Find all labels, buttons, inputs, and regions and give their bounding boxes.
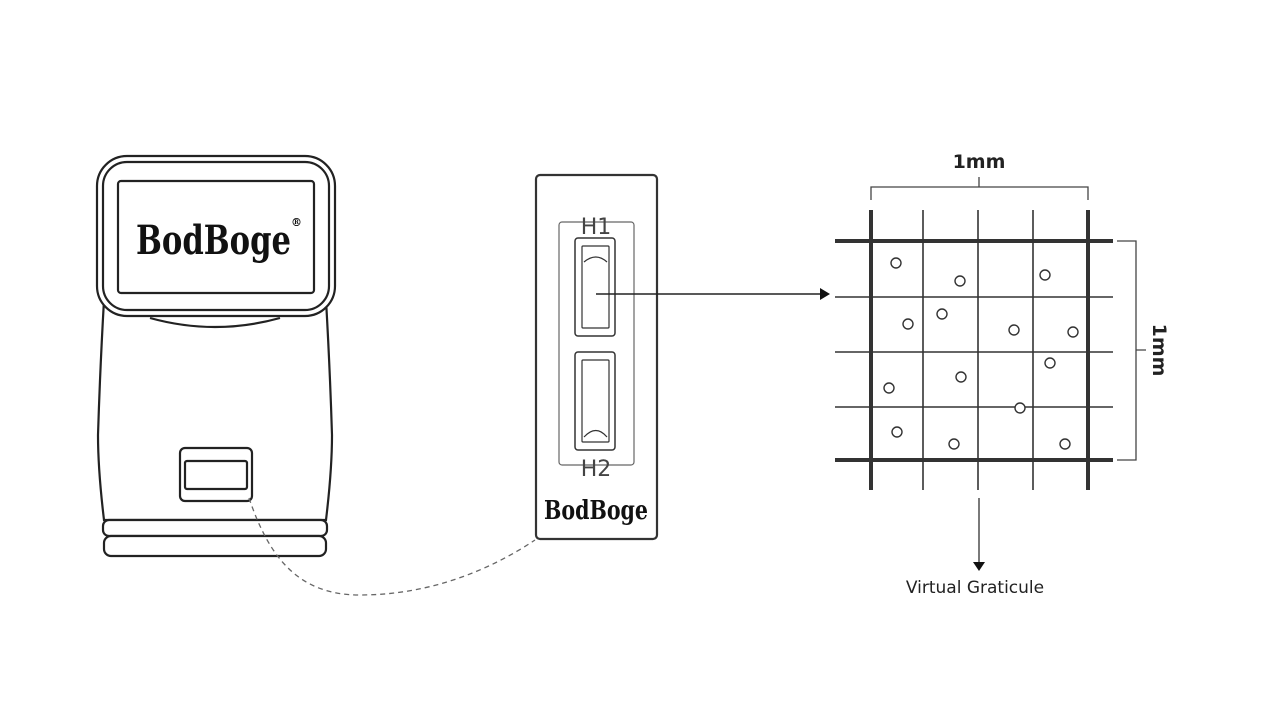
cell — [1014, 402, 1026, 414]
cell — [1008, 324, 1020, 336]
cell — [1039, 269, 1051, 281]
slide-window — [558, 221, 635, 466]
slide-brand-logo: BodBoge — [544, 496, 648, 526]
device-body — [96, 298, 334, 522]
chamber-h2 — [574, 351, 616, 451]
device-neck — [149, 316, 281, 329]
cell — [955, 371, 967, 383]
device-head-outer — [95, 154, 337, 318]
slide-frame — [534, 173, 659, 541]
graticule-caption: Virtual Graticule — [906, 578, 1044, 598]
dashed-connector — [248, 497, 536, 596]
cell — [1059, 438, 1071, 450]
counting-slide — [534, 173, 659, 541]
cell — [890, 257, 902, 269]
chamber-h2-label: H2 — [581, 457, 612, 482]
cell — [948, 438, 960, 450]
cell — [883, 382, 895, 394]
device-slide-slot — [178, 446, 254, 503]
chamber-h1-label: H1 — [581, 215, 612, 240]
cell-counter-device — [95, 154, 337, 558]
height-bracket — [1117, 240, 1146, 461]
cell — [1044, 357, 1056, 369]
width-bracket — [870, 177, 1089, 200]
zoom-arrow-head — [820, 288, 830, 300]
cell — [936, 308, 948, 320]
device-screen — [116, 179, 316, 295]
device-brand-logo: BodBoge — [136, 217, 291, 264]
registered-mark: ® — [291, 216, 302, 229]
chamber-h1 — [574, 237, 616, 337]
cell — [902, 318, 914, 330]
cell — [1067, 326, 1079, 338]
device-head-inner — [101, 160, 331, 312]
width-label: 1mm — [953, 151, 1006, 173]
device-base-bottom — [102, 534, 328, 558]
caption-arrow-head — [973, 562, 985, 571]
cell — [891, 426, 903, 438]
height-label: 1mm — [1148, 324, 1170, 377]
cell — [954, 275, 966, 287]
cells — [883, 257, 1079, 450]
device-base-top — [101, 518, 329, 538]
graticule-grid — [835, 210, 1113, 490]
device-slide-slot-inner — [183, 459, 249, 491]
